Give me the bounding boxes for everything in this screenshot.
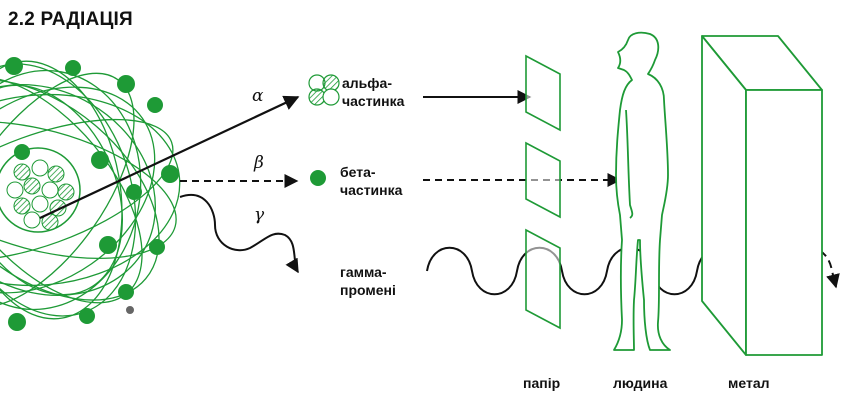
alpha-particle-label: альфа- частинка xyxy=(342,74,404,110)
gamma-symbol: γ xyxy=(254,205,265,225)
electrons xyxy=(5,57,179,331)
beta-particle-label: бета- частинка xyxy=(340,163,402,199)
beta-label-line2: частинка xyxy=(340,182,403,198)
beta-particle-icon xyxy=(310,170,326,186)
alpha-particle-icon xyxy=(308,74,340,106)
human-caption: людина xyxy=(613,375,668,391)
metal-block xyxy=(701,35,823,356)
gamma-path-wave-solid xyxy=(426,246,743,296)
alpha-symbol: α xyxy=(252,86,264,106)
gamma-label-line2: промені xyxy=(340,282,396,298)
atom-illustration xyxy=(0,57,181,331)
page-title: 2.2 РАДІАЦІЯ xyxy=(8,9,133,30)
metal-caption: метал xyxy=(728,375,770,391)
gamma-ray-label: гамма- промені xyxy=(340,263,396,299)
decorative-mark xyxy=(126,306,134,314)
alpha-ray-arrow xyxy=(39,95,300,219)
human-figure xyxy=(613,31,671,351)
alpha-label-line1: альфа- xyxy=(342,75,392,91)
paper-sheets xyxy=(525,54,561,330)
alpha-label-line2: частинка xyxy=(342,93,405,109)
gamma-label-line1: гамма- xyxy=(340,264,387,280)
beta-symbol: β xyxy=(254,153,264,173)
nucleus xyxy=(0,147,81,233)
paper-caption: папір xyxy=(523,375,561,391)
beta-label-line1: бета- xyxy=(340,164,376,180)
gamma-ray-wave xyxy=(179,194,299,274)
